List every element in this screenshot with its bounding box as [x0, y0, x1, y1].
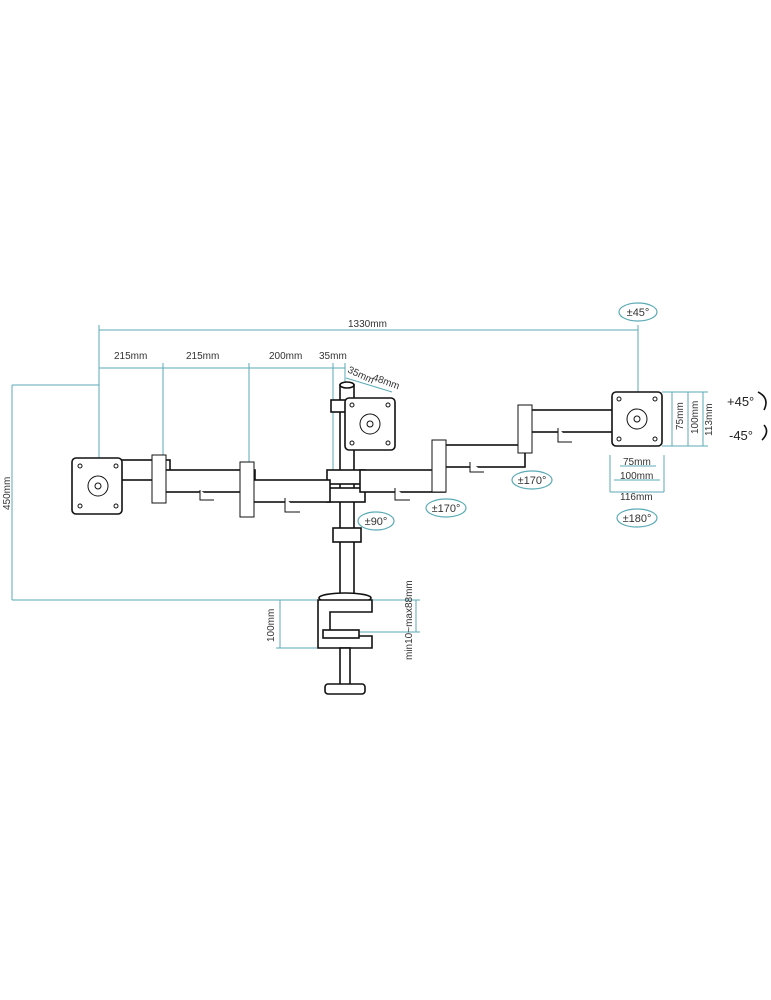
- tilt-up-label: +45°: [727, 394, 754, 409]
- dim-total-width: 1330mm: [348, 319, 387, 330]
- dim-vesa-100h: 100mm: [690, 401, 701, 434]
- tilt-down-label: -45°: [729, 428, 753, 443]
- badge-tilt: ±45°: [618, 302, 658, 322]
- badge-rotate-text: ±180°: [623, 513, 652, 525]
- tilt-down-arrow-icon: [761, 424, 768, 441]
- badge-swivel-c: ±90°: [357, 511, 395, 531]
- badge-swivel-a: ±170°: [511, 470, 553, 490]
- vesa-plate-left: [71, 457, 123, 515]
- dim-clamp-range: min10~max88mm: [404, 580, 415, 660]
- dim-clamp-height: 100mm: [266, 609, 277, 642]
- dim-height: 450mm: [2, 477, 13, 510]
- badge-swivel-c-text: ±90°: [365, 516, 388, 528]
- dim-seg4: 35mm: [319, 351, 347, 362]
- dim-seg2: 215mm: [186, 351, 219, 362]
- badge-swivel-b-text: ±170°: [432, 503, 461, 515]
- dim-vesa-small-b: 48mm: [371, 372, 401, 392]
- right-arm: [359, 404, 616, 501]
- dim-vesa-75h: 75mm: [675, 402, 686, 430]
- tilt-up-arrow-icon: [757, 391, 767, 411]
- badge-rotate: ±180°: [616, 508, 658, 528]
- dim-seg3: 200mm: [269, 351, 302, 362]
- left-arm: [119, 454, 331, 518]
- vesa-plate-right: [611, 391, 663, 447]
- badge-swivel-b: ±170°: [425, 498, 467, 518]
- badge-tilt-text: ±45°: [627, 307, 650, 319]
- dim-vesa-75w: 75mm: [623, 457, 651, 468]
- dim-vesa-113h: 113mm: [704, 403, 715, 436]
- dim-vesa-116w: 116mm: [620, 492, 653, 503]
- badge-swivel-a-text: ±170°: [518, 475, 547, 487]
- dim-vesa-100w: 100mm: [620, 471, 653, 482]
- dimension-lines: [11, 325, 708, 649]
- vesa-plate-center: [344, 397, 396, 451]
- dim-seg1: 215mm: [114, 351, 147, 362]
- desk-clamp: [317, 592, 373, 695]
